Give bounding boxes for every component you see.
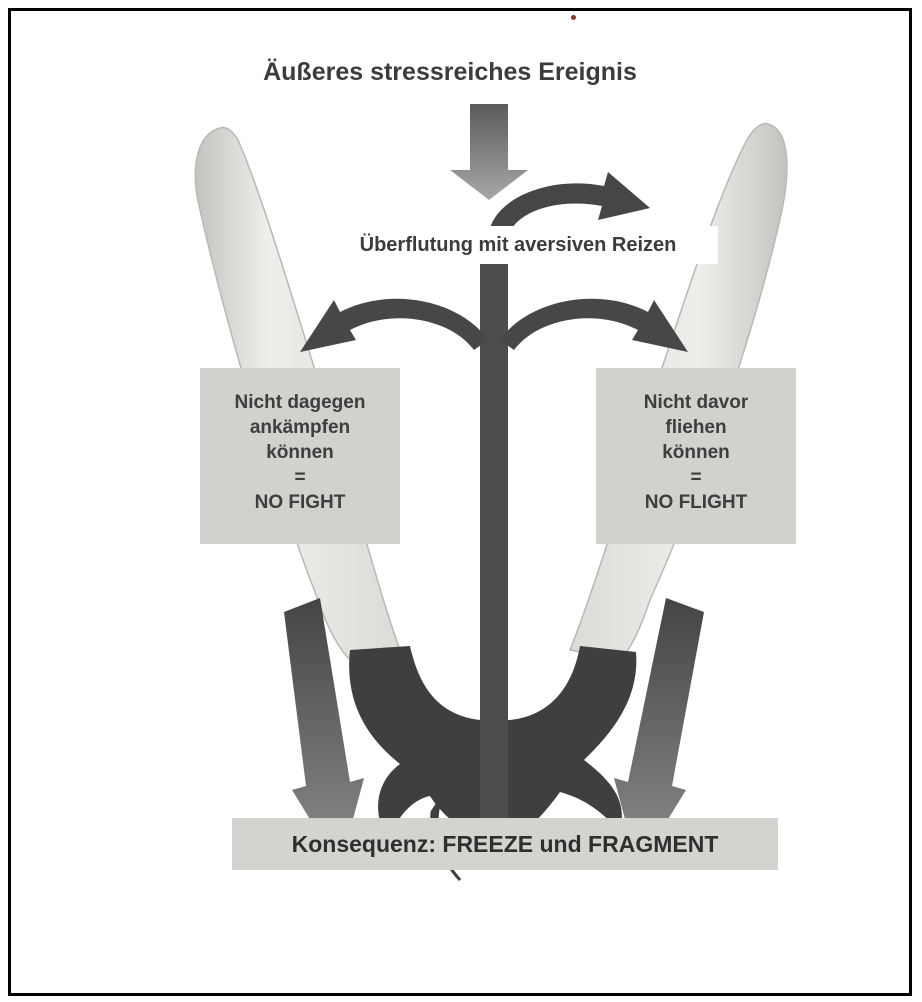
no-flight-line: = <box>690 467 702 488</box>
no-flight-line: fliehen <box>665 417 727 438</box>
consequence-label: Konsequenz: FREEZE und FRAGMENT <box>232 818 778 870</box>
no-fight-line: = <box>294 467 306 488</box>
no-fight-line: Nicht dagegen <box>234 392 366 413</box>
no-fight-line: NO FIGHT <box>254 492 346 513</box>
flood-label: Überflutung mit aversiven Reizen <box>318 226 718 264</box>
curved-arrow-top-icon <box>490 172 650 232</box>
scan-speck <box>571 15 576 20</box>
event-title: Äußeres stressreiches Ereignis <box>263 58 637 86</box>
right-branch-arrow-icon <box>500 298 688 352</box>
no-fight-line: können <box>266 442 334 463</box>
no-flight-line: Nicht davor <box>643 392 749 413</box>
left-freeze-arrow-icon <box>284 598 364 868</box>
no-flight-box: Nicht davor fliehen können = NO FLIGHT <box>596 368 796 544</box>
right-freeze-arrow-icon <box>614 598 704 868</box>
center-stem <box>480 262 508 832</box>
event-arrow-icon <box>450 104 528 200</box>
no-fight-box: Nicht dagegen ankämpfen können = NO FIGH… <box>200 368 400 544</box>
left-branch-arrow-icon <box>300 298 488 352</box>
no-flight-line: können <box>662 442 730 463</box>
no-fight-line: ankämpfen <box>249 417 351 438</box>
no-flight-line: NO FLIGHT <box>644 492 748 513</box>
